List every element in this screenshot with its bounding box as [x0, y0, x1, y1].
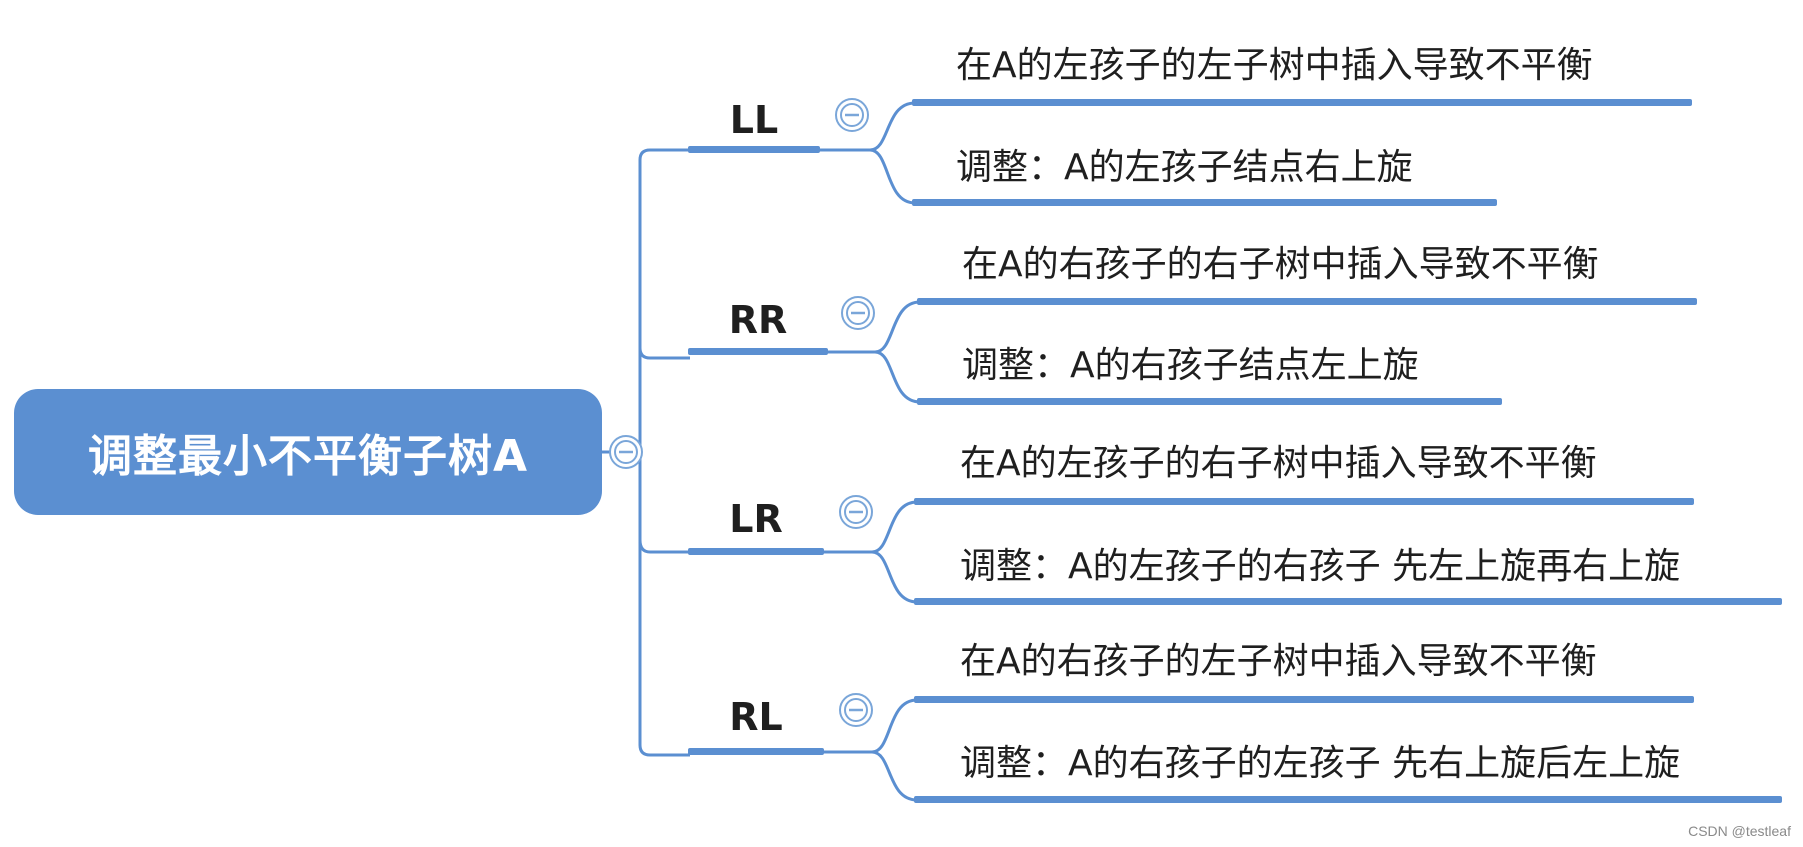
- fork-rr: [874, 300, 921, 404]
- branch-underline-lr: [688, 548, 824, 555]
- spine-tick-lr: [638, 539, 690, 554]
- leaf-rl-adjust[interactable]: 调整：A的右孩子的左孩子 先右上旋后左上旋: [960, 743, 1681, 784]
- collapse-icon[interactable]: [839, 495, 873, 529]
- branch-lr-connectors: [688, 498, 1782, 605]
- collapse-icon[interactable]: [835, 98, 869, 132]
- spine-line: [638, 148, 690, 757]
- branch-rr-connectors: [688, 298, 1697, 405]
- branch-label-ll[interactable]: LL: [729, 98, 779, 142]
- root-label: 调整最小不平衡子树A: [87, 431, 529, 482]
- watermark: CSDN @testleaf: [1688, 823, 1791, 839]
- branch-ll-connectors: [688, 99, 1692, 206]
- leaf-underline-rl-1: [914, 696, 1694, 703]
- root-node[interactable]: 调整最小不平衡子树A: [14, 389, 602, 515]
- branch-label-rl[interactable]: RL: [729, 695, 783, 739]
- leaf-ll-condition[interactable]: 在A的左孩子的左子树中插入导致不平衡: [956, 45, 1593, 86]
- leaf-rl-condition[interactable]: 在A的右孩子的左子树中插入导致不平衡: [960, 641, 1597, 682]
- leaf-rr-adjust[interactable]: 调整：A的右孩子结点左上旋: [962, 345, 1419, 386]
- leaf-ll-adjust[interactable]: 调整：A的左孩子结点右上旋: [956, 147, 1413, 188]
- branch-underline-ll: [688, 146, 820, 153]
- branch-rl-connectors: [688, 696, 1782, 803]
- fork-ll: [869, 101, 916, 205]
- leaf-underline-ll-1: [912, 99, 1692, 106]
- leaf-rr-condition[interactable]: 在A的右孩子的右子树中插入导致不平衡: [962, 244, 1599, 285]
- fork-lr: [871, 500, 918, 604]
- leaf-underline-rl-2: [914, 796, 1782, 803]
- spine-tick-rr: [638, 347, 690, 360]
- collapse-icon[interactable]: [609, 435, 643, 469]
- leaf-underline-rr-1: [917, 298, 1697, 305]
- collapse-icon[interactable]: [839, 693, 873, 727]
- leaf-lr-condition[interactable]: 在A的左孩子的右子树中插入导致不平衡: [960, 443, 1597, 484]
- collapse-icon[interactable]: [841, 296, 875, 330]
- leaf-underline-lr-1: [914, 498, 1694, 505]
- branch-label-rr[interactable]: RR: [728, 298, 788, 342]
- branch-label-lr[interactable]: LR: [729, 497, 783, 541]
- leaf-underline-lr-2: [914, 598, 1782, 605]
- branch-underline-rr: [688, 348, 828, 355]
- branch-underline-rl: [688, 748, 824, 755]
- leaf-underline-ll-2: [912, 199, 1497, 206]
- leaf-underline-rr-2: [917, 398, 1502, 405]
- leaf-lr-adjust[interactable]: 调整：A的左孩子的右孩子 先左上旋再右上旋: [960, 546, 1681, 587]
- fork-rl: [871, 698, 918, 802]
